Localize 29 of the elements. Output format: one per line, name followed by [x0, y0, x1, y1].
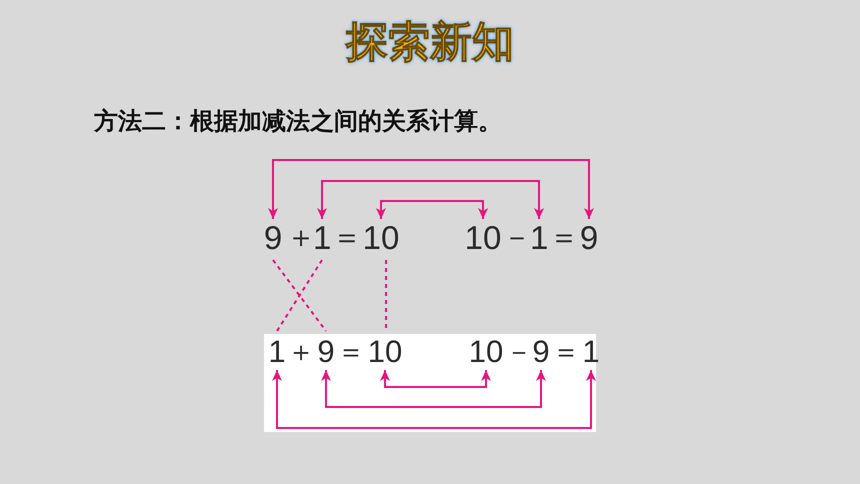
number: 1 — [268, 334, 286, 370]
equals-sign: ＝ — [549, 219, 577, 257]
number: 10 — [467, 334, 505, 370]
dashed-line — [385, 260, 387, 331]
bracket-arrow — [268, 159, 594, 219]
operator-sign: － — [505, 334, 531, 370]
operator-sign: － — [502, 219, 530, 257]
number: 1 — [530, 219, 548, 257]
instruction-text: 方法二：根据加减法之间的关系计算。 — [94, 106, 502, 137]
bracket-arrow — [272, 370, 596, 429]
operator-sign: ＋ — [287, 334, 315, 370]
number: 9 — [263, 219, 283, 257]
bracket-arrow — [321, 370, 546, 408]
equals-sign: ＝ — [332, 219, 361, 257]
number: 1 — [313, 219, 331, 257]
number: 9 — [579, 219, 599, 257]
number: 10 — [464, 219, 502, 257]
equals-sign: ＝ — [552, 334, 580, 370]
number: 10 — [366, 334, 404, 370]
number: 1 — [582, 334, 600, 370]
number: 9 — [316, 334, 336, 370]
equals-sign: ＝ — [337, 334, 365, 370]
bracket-arrow — [376, 200, 488, 219]
slide-title: 探索新知 — [344, 16, 515, 68]
bracket-arrow — [380, 370, 491, 388]
operator-sign: ＋ — [286, 219, 313, 257]
bracket-arrow — [317, 180, 544, 219]
number: 9 — [531, 334, 551, 370]
number: 10 — [362, 219, 400, 257]
